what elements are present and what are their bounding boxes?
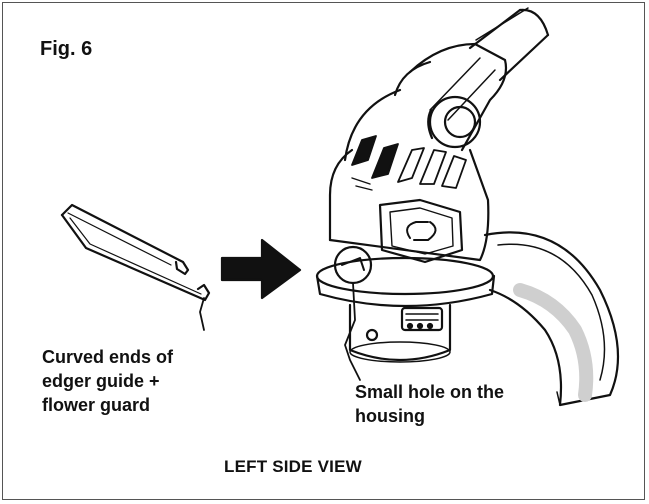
housing-hole-caption-line-2: housing (355, 406, 425, 426)
view-caption: LEFT SIDE VIEW (224, 457, 362, 476)
direction-arrow (220, 238, 302, 300)
spool-housing (348, 303, 452, 363)
housing-hole-caption: Small hole on the housing (355, 380, 504, 428)
trimmer-guard (483, 231, 620, 407)
housing-hole-caption-line-1: Small hole on the (355, 382, 505, 402)
adjustment-knob (427, 95, 482, 149)
trimmer-shaft (468, 7, 550, 82)
edger-guide-wire (60, 203, 211, 302)
motor-housing (328, 88, 490, 264)
edger-guide-caption-line-3: flower guard (42, 395, 151, 415)
figure-label: Fig. 6 (40, 38, 93, 60)
edger-guide-caption-line-1: Curved ends of (42, 347, 174, 367)
figure-frame (2, 2, 645, 500)
small-hole-marker (333, 245, 373, 285)
vent-ribs (351, 135, 467, 191)
housing-hole-leader (344, 282, 361, 381)
edger-guide-leader (199, 297, 205, 331)
edger-guide-caption: Curved ends of edger guide + flower guar… (42, 345, 173, 417)
edger-guide-caption-line-2: edger guide + (42, 371, 160, 391)
guard-collar (315, 256, 496, 308)
